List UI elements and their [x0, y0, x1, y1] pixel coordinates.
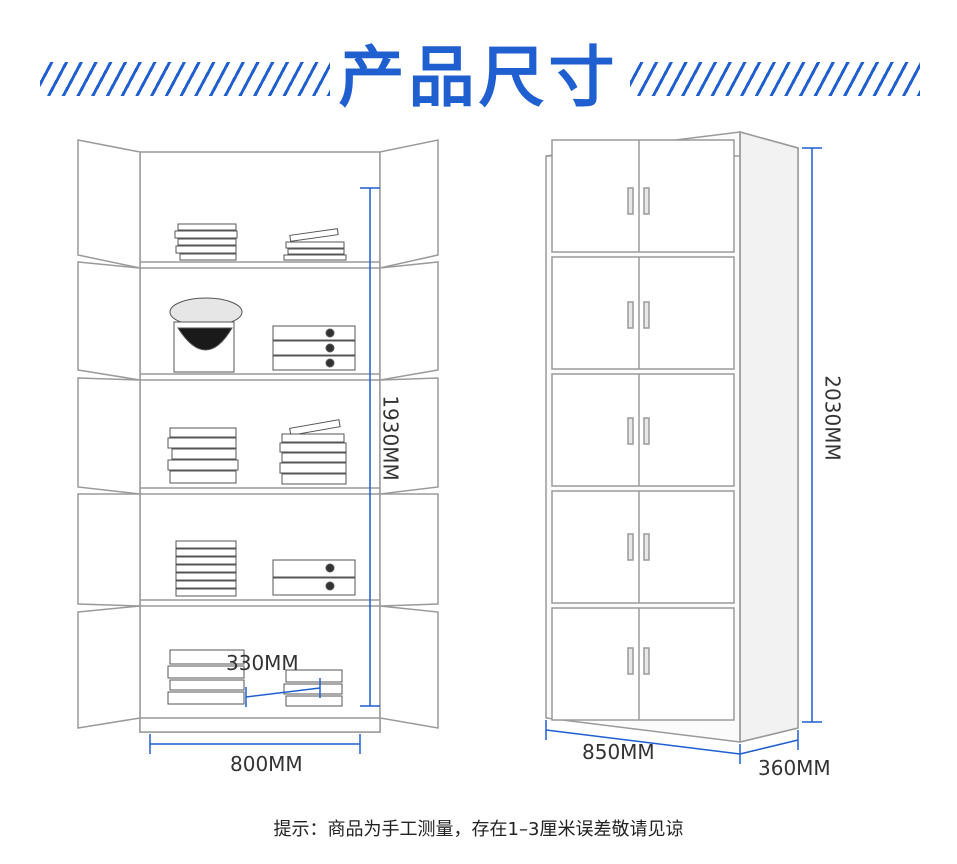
dim-line-width-right — [545, 729, 741, 755]
height-label-right: 2030MM — [820, 375, 845, 461]
door-left-5 — [77, 605, 141, 729]
dim-line-depth-right — [739, 739, 799, 755]
cabinet-base — [139, 717, 381, 733]
door-left-4 — [77, 493, 141, 607]
closed-cabinet — [545, 131, 799, 743]
door-row-3 — [551, 373, 735, 487]
door-row-5 — [551, 607, 735, 721]
measurement-note: 提示：商品为手工测量，存在1–3厘米误差敬请见谅 — [273, 819, 684, 840]
door-row-4 — [551, 490, 735, 604]
door-left-1 — [77, 139, 141, 269]
page-title: 产品尺寸 — [338, 39, 619, 116]
door-right-4 — [379, 493, 439, 607]
door-right-3 — [379, 377, 439, 495]
width-label-left: 800MM — [230, 752, 303, 776]
door-left-3 — [77, 377, 141, 495]
title-hatch-left — [40, 62, 330, 96]
title-hatch-right — [630, 62, 920, 96]
door-row-1 — [551, 139, 735, 253]
depth-label-left: 330MM — [226, 651, 299, 675]
door-right-2 — [379, 261, 439, 381]
width-label-right: 850MM — [582, 740, 655, 764]
door-right-1 — [379, 139, 439, 269]
height-label-left: 1930MM — [378, 395, 403, 481]
door-left-2 — [77, 261, 141, 381]
dim-line-depth-left — [245, 687, 321, 698]
door-right-5 — [379, 605, 439, 729]
depth-label-right: 360MM — [758, 756, 831, 780]
door-row-2 — [551, 256, 735, 370]
